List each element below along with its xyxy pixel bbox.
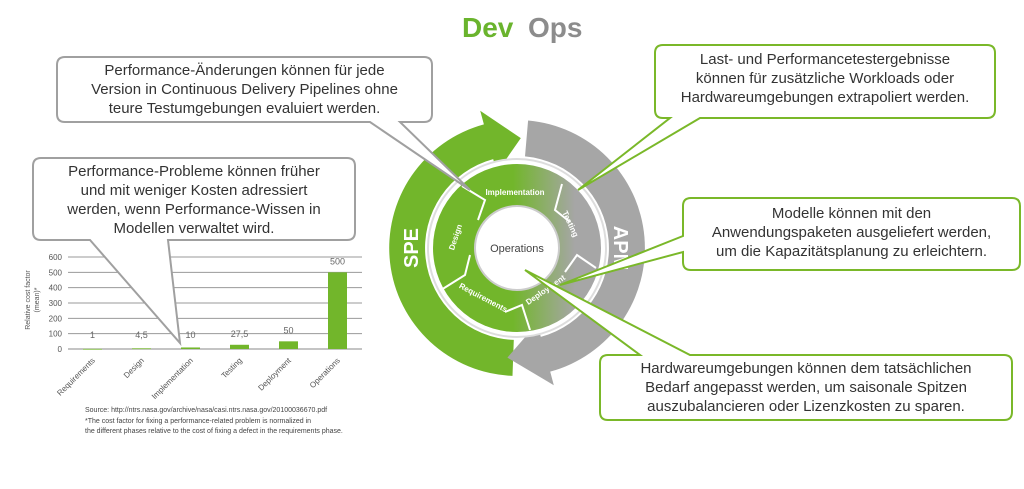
y-axis-title: Relative cost factor(mean)* [25, 270, 41, 330]
y-tick-label: 500 [49, 268, 63, 277]
bar [132, 348, 151, 350]
data-label: 27,5 [231, 329, 249, 339]
data-label: 50 [283, 325, 293, 335]
callout-line: Last- und Performancetestergebnisse [699, 51, 951, 68]
callout-line: Hardwareumgebungen können dem tatsächlic… [640, 360, 972, 377]
spe-label: SPE [401, 228, 423, 268]
data-label: 1 [90, 330, 95, 340]
y-tick-label: 200 [49, 314, 63, 323]
callout-2-text: Performance-Probleme können früher und m… [33, 162, 355, 238]
callout-line: Modelle können mit den [771, 205, 932, 222]
bar [181, 347, 200, 349]
bar [230, 344, 249, 349]
callout-line: Anwendungspaketen ausgeliefert werden, [711, 224, 992, 241]
data-label: 500 [330, 256, 345, 266]
x-tick-label: Deployment [256, 356, 293, 393]
data-label: 4,5 [135, 330, 148, 340]
callout-line: teure Testumgebungen evaluiert werden. [108, 100, 381, 117]
data-label: 10 [185, 330, 195, 340]
callout-line: auszubalancieren oder Lizenzkosten zu sp… [647, 398, 965, 415]
x-tick-label: Operations [308, 356, 342, 390]
callout-line: Modellen verwaltet wird. [113, 220, 275, 237]
callout-1-text: Performance-Änderungen können für jede V… [57, 61, 432, 118]
callout-3-shape [577, 44, 996, 191]
callout-line: werden, wenn Performance-Wissen in [67, 201, 321, 218]
callout-line: und mit weniger Kosten adressiert [80, 182, 308, 199]
spe-arrow [389, 110, 521, 376]
bar [279, 341, 298, 349]
callout-line: können für zusätzliche Workloads oder [695, 70, 955, 87]
y-tick-label: 600 [49, 253, 63, 262]
bar [328, 272, 347, 349]
x-tick-label: Requirements [55, 356, 97, 398]
phase-implementation: Implementation [485, 188, 544, 197]
callout-line: Bedarf angepasst werden, um saisonale Sp… [645, 379, 967, 396]
y-tick-label: 100 [49, 330, 63, 339]
x-tick-label: Testing [220, 356, 244, 380]
callout-line: Performance-Änderungen können für jede [104, 62, 385, 79]
callout-5-text: Hardwareumgebungen können dem tatsächlic… [600, 359, 1012, 416]
chart-footnote-1: *The cost factor for fixing a performanc… [85, 418, 312, 425]
title-dev: Dev [462, 12, 514, 43]
callout-line: um die Kapazitätsplanung zu erleichtern. [716, 243, 987, 260]
callout-line: Version in Continuous Delivery Pipelines… [91, 81, 398, 98]
callout-3-text: Last- und Performancetestergebnisse könn… [655, 50, 995, 107]
callout-4-text: Modelle können mit den Anwendungspaketen… [683, 204, 1020, 261]
operations-hub [474, 205, 560, 291]
y-tick-label: 300 [49, 299, 63, 308]
callout-1-shape [56, 56, 471, 191]
x-tick-label: Implementation [150, 356, 195, 401]
callout-line: Hardwareumgebungen extrapoliert werden. [680, 89, 970, 106]
callout-5-shape [524, 269, 1013, 421]
callout-2-shape [32, 157, 356, 347]
title-ops: Ops [528, 12, 583, 43]
y-tick-label: 0 [58, 345, 63, 354]
bar [83, 348, 102, 350]
x-tick-label: Design [122, 356, 146, 380]
chart-source: Source: http://ntrs.nasa.gov/archive/nas… [85, 407, 328, 414]
center-label: Operations [490, 243, 544, 255]
callout-4-shape [559, 197, 1021, 286]
chart-footnote-2: the different phases relative to the cos… [85, 428, 343, 435]
phase-separators [440, 183, 597, 331]
y-tick-label: 400 [49, 284, 63, 293]
callout-line: Performance-Probleme können früher [68, 163, 320, 180]
